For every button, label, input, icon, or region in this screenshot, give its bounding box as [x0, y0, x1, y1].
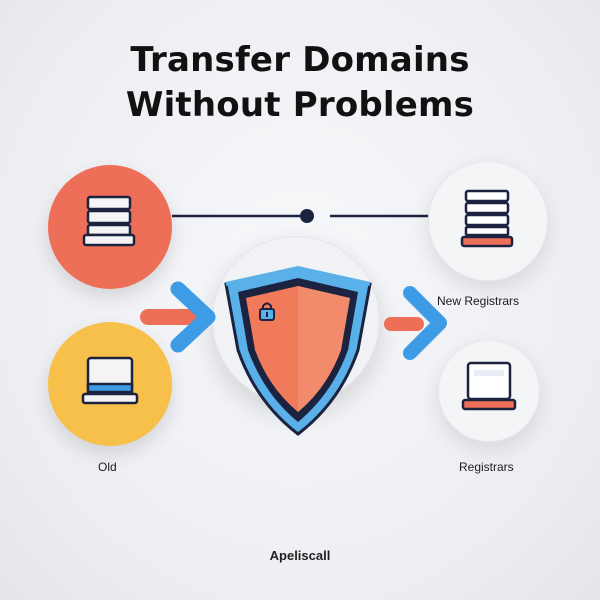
arrow-right-icon	[170, 281, 216, 353]
old-label: Old	[98, 460, 117, 474]
server-icon	[82, 195, 136, 247]
connector-dot	[300, 209, 314, 223]
server-icon	[460, 189, 514, 248]
laptop-icon	[461, 361, 517, 411]
lock-icon	[259, 302, 275, 321]
shield-icon	[224, 265, 372, 436]
registrars-label: Registrars	[459, 460, 514, 474]
page-title-line2: Without Problems	[125, 85, 475, 125]
arrow-right-icon	[403, 286, 447, 360]
new-registrars-label: New Registrars	[437, 294, 520, 308]
laptop-icon	[81, 356, 139, 405]
page-title-line1: Transfer Domains	[130, 40, 470, 80]
brand-label: Apeliscall	[269, 548, 331, 563]
arrow-bar-right	[384, 317, 424, 331]
arrow-bar-left	[140, 309, 202, 325]
